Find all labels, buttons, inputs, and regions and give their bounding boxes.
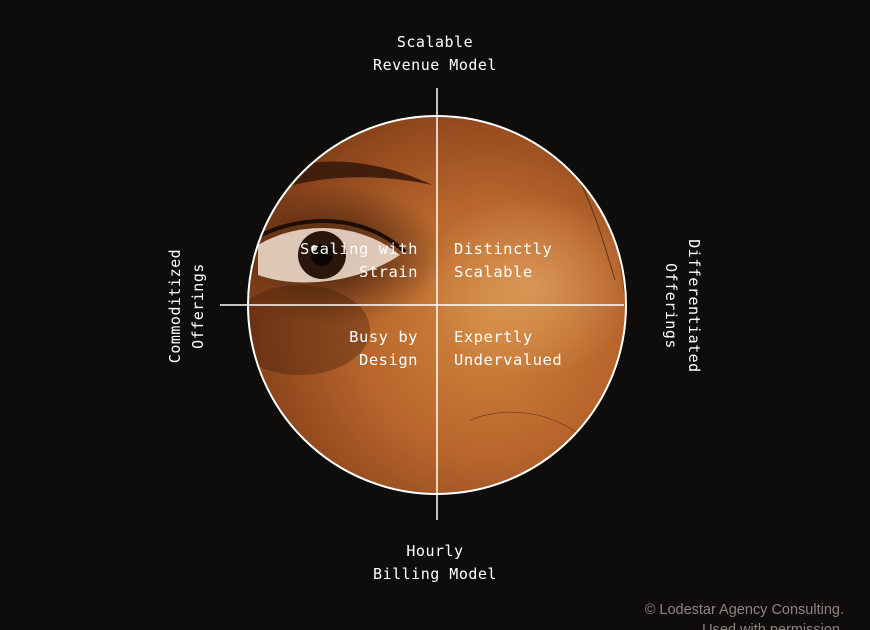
axis-label-bottom-line-1: Hourly xyxy=(406,542,464,560)
face-photo xyxy=(248,116,626,494)
axis-label-top-line-2: Revenue Model xyxy=(373,56,497,74)
quadrant-top-right-line-2: Scalable xyxy=(454,263,533,281)
axis-label-top: Scalable Revenue Model xyxy=(335,31,535,77)
axis-label-left-line-2: Offerings xyxy=(189,263,207,349)
axis-label-top-line-1: Scalable xyxy=(396,33,474,51)
quadrant-top-left-line-1: Scaling with xyxy=(300,240,418,258)
axis-label-bottom: Hourly Billing Model xyxy=(335,540,535,586)
axis-label-right-line-1: Differentiated xyxy=(685,239,703,373)
axis-label-left: Commoditized Offerings xyxy=(164,196,210,416)
quadrant-bottom-right-line-2: Undervalued xyxy=(454,351,563,369)
permission-note: Used with permission. xyxy=(702,622,844,630)
quadrant-top-right-line-1: Distinctly xyxy=(454,240,553,258)
quadrant-bottom-left-line-2: Design xyxy=(359,351,418,369)
quadrant-top-left-line-2: Strain xyxy=(359,263,418,281)
quadrant-top-left: Scaling with Strain xyxy=(300,238,418,284)
quadrant-bottom-right: Expertly Undervalued xyxy=(454,326,562,372)
quadrant-top-right: Distinctly Scalable xyxy=(454,238,552,284)
axis-label-bottom-line-2: Billing Model xyxy=(373,565,497,583)
quadrant-bottom-left-line-1: Busy by xyxy=(349,328,418,346)
axis-label-right-line-2: Offerings xyxy=(662,263,680,349)
quadrant-bottom-right-line-1: Expertly xyxy=(454,328,533,346)
axis-label-right: Differentiated Offerings xyxy=(659,196,705,416)
copyright-text: © Lodestar Agency Consulting. xyxy=(644,602,844,618)
quadrant-bottom-left: Busy by Design xyxy=(349,326,418,372)
axis-label-left-line-1: Commoditized xyxy=(166,248,184,364)
